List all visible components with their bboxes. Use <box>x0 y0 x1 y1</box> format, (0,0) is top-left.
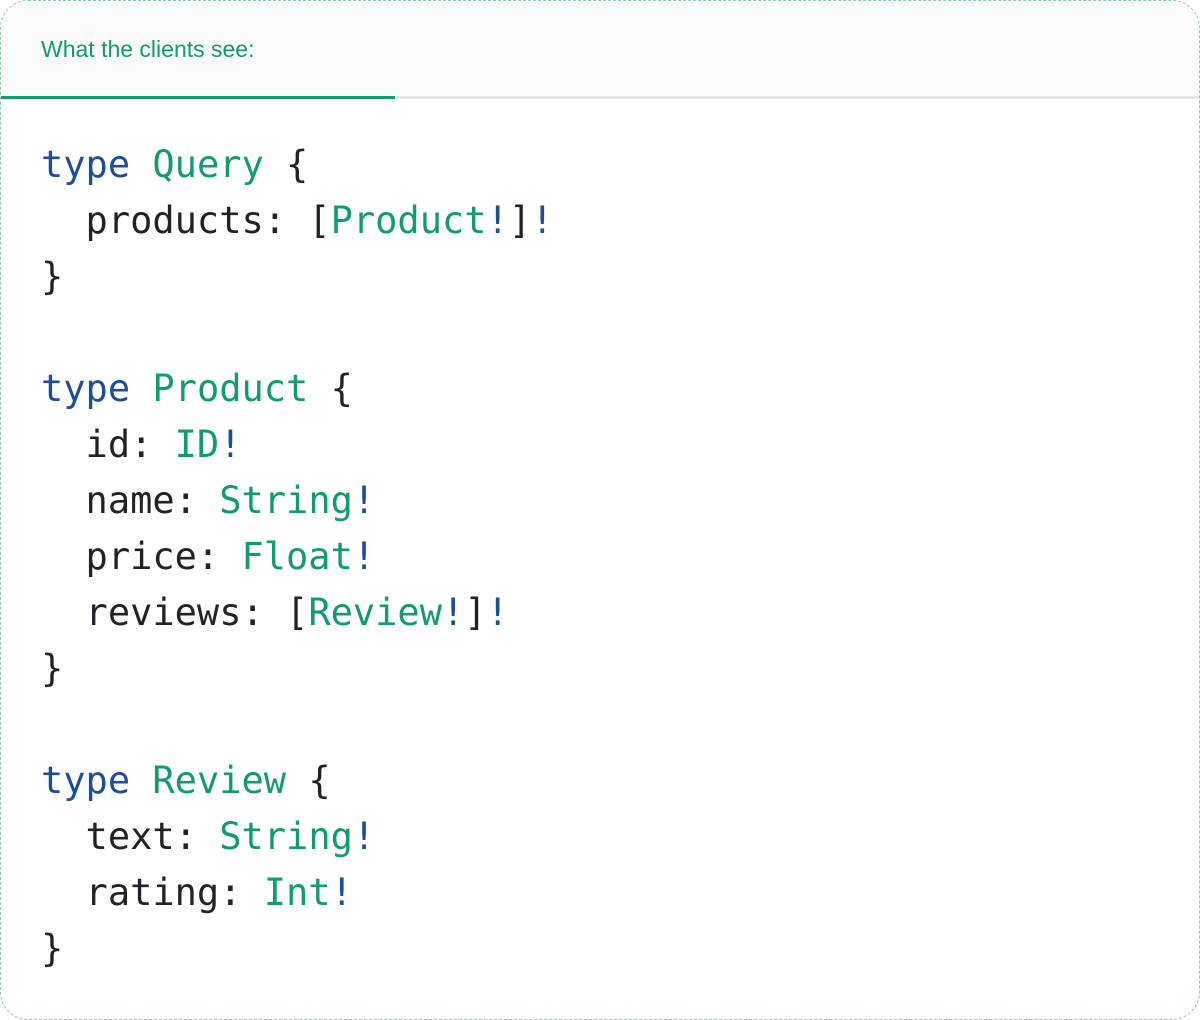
code-token-bang: ! <box>352 535 376 578</box>
code-token-bang: ! <box>219 423 242 466</box>
code-token-pl: } <box>41 255 64 298</box>
tabbar-bottom-track <box>1 96 1199 99</box>
code-token-ty: Query <box>152 143 264 186</box>
code-token-ty: String <box>219 479 353 522</box>
code-line <box>41 305 1159 361</box>
code-token-pl: ] <box>508 199 532 242</box>
code-token-bang: ! <box>441 591 465 634</box>
code-token-bang: ! <box>330 871 353 914</box>
code-line: } <box>41 249 1159 305</box>
code-token-pl: products: [ <box>41 199 331 242</box>
code-line: rating: Int! <box>41 865 1159 921</box>
code-token-pl: { <box>263 143 309 186</box>
code-line: reviews: [Review!]! <box>41 585 1159 641</box>
code-token-bang: ! <box>486 591 509 634</box>
code-token-pl: { <box>286 759 331 802</box>
code-token-ty: Int <box>263 871 331 914</box>
code-line: type Review { <box>41 753 1159 809</box>
code-token-pl: reviews: [ <box>41 591 309 634</box>
code-line: } <box>41 921 1159 977</box>
code-line <box>41 697 1159 753</box>
code-line: type Query { <box>41 137 1159 193</box>
code-token-bang: ! <box>352 815 376 858</box>
code-token-bang: ! <box>531 199 554 242</box>
code-token-bang: ! <box>352 479 376 522</box>
code-token-pl: price: <box>41 535 242 578</box>
code-line: name: String! <box>41 473 1159 529</box>
code-line: price: Float! <box>41 529 1159 585</box>
code-token-ty: String <box>219 815 353 858</box>
code-token-ty: ID <box>174 423 220 466</box>
code-line: products: [Product!]! <box>41 193 1159 249</box>
tab-bar: What the clients see: <box>1 1 1199 99</box>
code-token-pl: { <box>308 367 353 410</box>
code-token-kw: type <box>41 143 131 186</box>
code-token-ty: Product <box>330 199 487 242</box>
code-token-kw: type <box>41 367 131 410</box>
code-line: type Product { <box>41 361 1159 417</box>
code-token-pl: rating: <box>41 871 264 914</box>
code-token-pl: ] <box>464 591 487 634</box>
code-token-pl <box>130 143 152 186</box>
code-token-pl: name: <box>41 479 220 522</box>
code-token-pl <box>130 759 152 802</box>
code-token-pl: text: <box>41 815 220 858</box>
code-panel: type Query { products: [Product!]!} type… <box>1 99 1199 977</box>
code-token-ty: Review <box>308 591 442 634</box>
tab-what-clients-see-label[interactable]: What the clients see: <box>41 36 255 62</box>
code-line: id: ID! <box>41 417 1159 473</box>
code-token-ty: Float <box>241 535 353 578</box>
code-token-pl: } <box>41 647 64 690</box>
code-token-pl: id: <box>41 423 175 466</box>
code-token-bang: ! <box>486 199 509 242</box>
active-tab-indicator <box>1 96 395 99</box>
code-token-kw: type <box>41 759 131 802</box>
code-token-ty: Review <box>152 759 287 802</box>
code-token-pl: } <box>41 927 64 970</box>
code-token-pl <box>130 367 152 410</box>
code-line: } <box>41 641 1159 697</box>
graphql-schema-code: type Query { products: [Product!]!} type… <box>1 99 1199 977</box>
code-line: text: String! <box>41 809 1159 865</box>
code-token-ty: Product <box>152 367 309 410</box>
